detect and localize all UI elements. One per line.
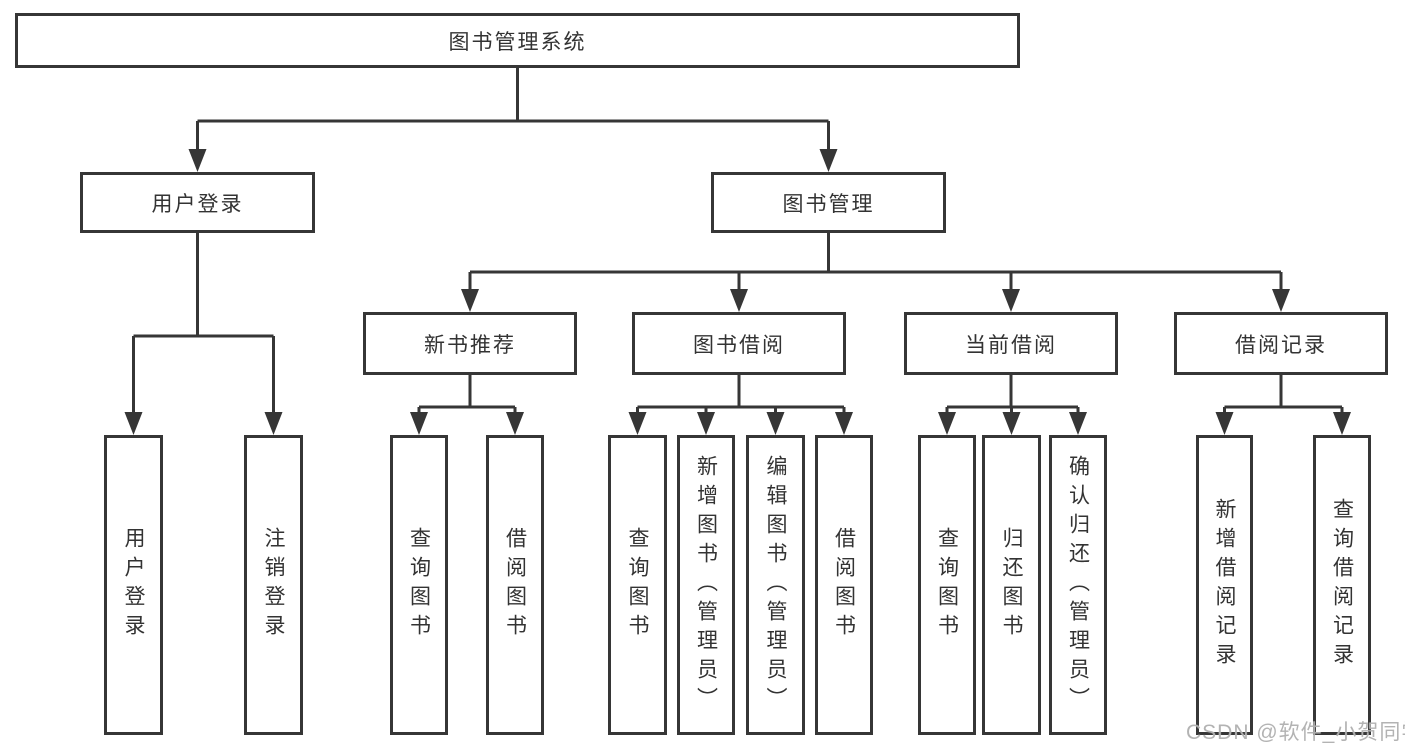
leaf-user-login-label: 用户登录: [122, 527, 145, 643]
leaf-bb-edit-books-admin-label: 编辑图书（管理员）: [764, 454, 787, 716]
node-root-label: 图书管理系统: [448, 30, 587, 54]
leaf-br-add-record: 新增借阅记录: [1196, 435, 1253, 735]
leaf-logout-label: 注销登录: [262, 527, 285, 643]
leaf-user-login: 用户登录: [104, 435, 163, 735]
node-borrow-records: 借阅记录: [1174, 312, 1388, 375]
leaf-cb-return-books: 归还图书: [982, 435, 1041, 735]
leaf-cb-return-books-label: 归还图书: [1000, 527, 1023, 643]
node-book-management-label: 图书管理: [782, 192, 875, 216]
leaf-nbr-query-books: 查询图书: [390, 435, 448, 735]
node-root: 图书管理系统: [15, 13, 1020, 68]
leaf-bb-edit-books-admin: 编辑图书（管理员）: [746, 435, 805, 735]
leaf-bb-query-books-label: 查询图书: [626, 527, 649, 643]
node-book-management: 图书管理: [711, 172, 946, 233]
node-user-login-label: 用户登录: [151, 192, 244, 216]
node-book-borrow: 图书借阅: [632, 312, 846, 375]
node-new-book-recommend-label: 新书推荐: [424, 333, 516, 357]
leaf-br-query-record-label: 查询借阅记录: [1330, 498, 1354, 672]
leaf-nbr-query-books-label: 查询图书: [407, 527, 431, 643]
leaf-bb-borrow-books-label: 借阅图书: [832, 527, 856, 643]
leaf-bb-add-books-admin: 新增图书（管理员）: [677, 435, 735, 735]
node-book-borrow-label: 图书借阅: [693, 333, 785, 357]
leaf-bb-add-books-admin-label: 新增图书（管理员）: [694, 454, 718, 716]
leaf-cb-query-books-label: 查询图书: [935, 527, 959, 643]
node-current-borrow-label: 当前借阅: [965, 333, 1057, 357]
leaf-nbr-borrow-books: 借阅图书: [486, 435, 544, 735]
leaf-logout: 注销登录: [244, 435, 303, 735]
node-borrow-records-label: 借阅记录: [1235, 333, 1327, 357]
leaf-nbr-borrow-books-label: 借阅图书: [503, 527, 527, 643]
node-user-login: 用户登录: [80, 172, 315, 233]
leaf-cb-confirm-return-admin: 确认归还（管理员）: [1049, 435, 1107, 735]
leaf-br-add-record-label: 新增借阅记录: [1213, 498, 1236, 672]
leaf-cb-query-books: 查询图书: [918, 435, 976, 735]
watermark: CSDN @软件_小贺同学: [1186, 721, 1405, 744]
leaf-bb-borrow-books: 借阅图书: [815, 435, 873, 735]
leaf-cb-confirm-return-admin-label: 确认归还（管理员）: [1066, 454, 1090, 716]
leaf-br-query-record: 查询借阅记录: [1313, 435, 1371, 735]
leaf-bb-query-books: 查询图书: [608, 435, 667, 735]
node-current-borrow: 当前借阅: [904, 312, 1118, 375]
node-new-book-recommend: 新书推荐: [363, 312, 577, 375]
